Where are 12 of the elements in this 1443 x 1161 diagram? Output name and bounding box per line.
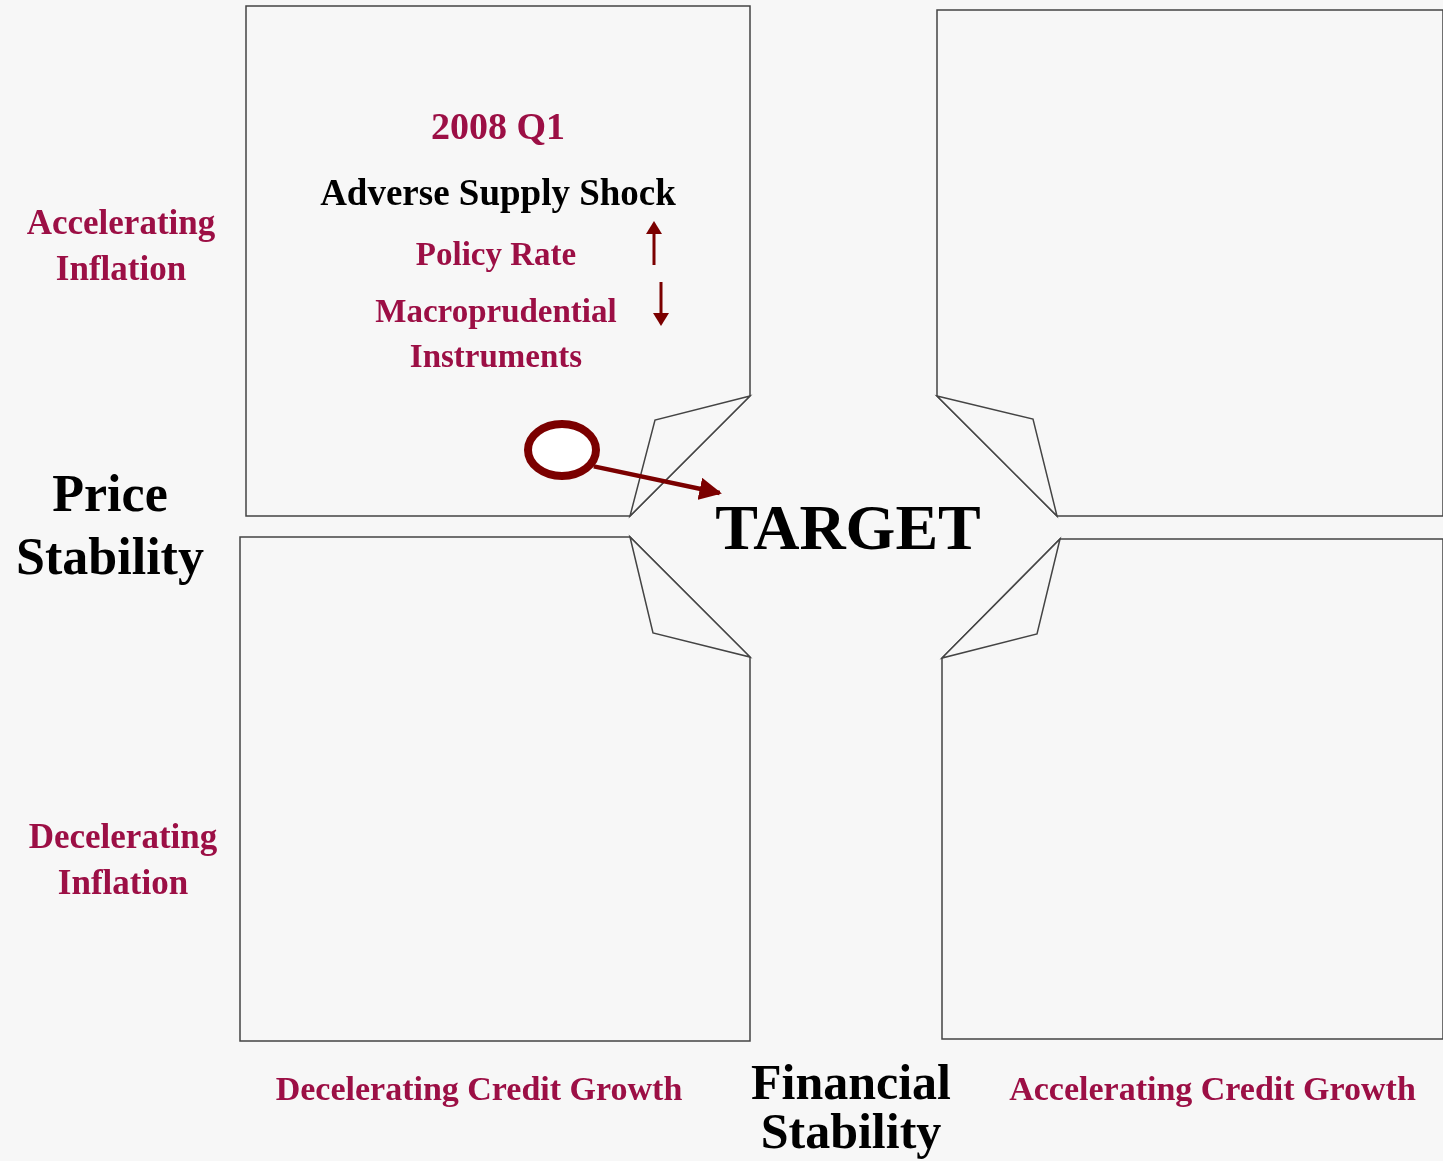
arrow — [593, 464, 722, 500]
axis-label: Accelerating Inflation — [25, 202, 217, 290]
circle-marker — [524, 420, 600, 480]
shock-title: Adverse Supply Shock — [319, 171, 677, 215]
policy-instrument: Policy Rate — [414, 235, 578, 274]
date-heading: 2008 Q1 — [429, 104, 567, 149]
axis-label: Decelerating Inflation — [27, 816, 219, 904]
policy-instrument: Macroprudential Instruments — [374, 292, 618, 376]
axis-label: Accelerating Credit Growth — [1008, 1069, 1417, 1109]
target-label: TARGET — [714, 493, 982, 564]
axis-label: Decelerating Credit Growth — [274, 1069, 684, 1109]
axis-title: Price Stability — [15, 464, 205, 588]
